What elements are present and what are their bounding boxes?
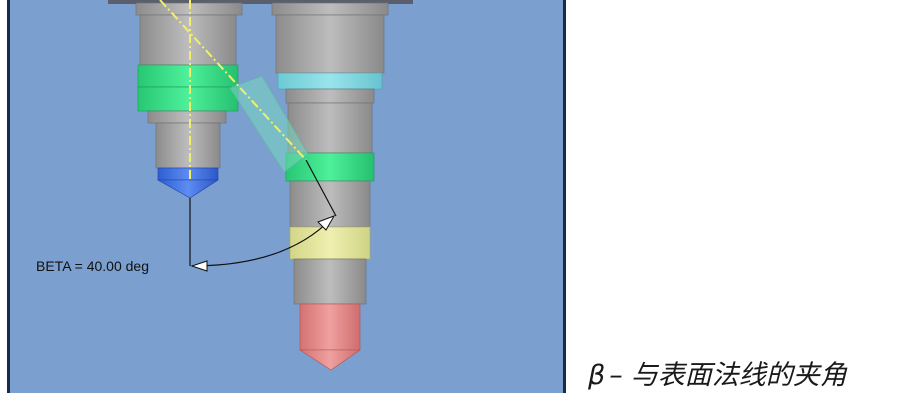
right-tool-tip-cone [298, 349, 361, 371]
right-tool-holder-top [271, 2, 389, 16]
left-tool-green-band-lower [137, 86, 239, 112]
right-tool-collar [285, 88, 375, 104]
figure-caption: β–与表面法线的夹角 [588, 362, 847, 389]
caption-symbol: β [588, 360, 606, 391]
right-tool-yellow-band [289, 226, 371, 260]
tilted-axis-centerline [159, 0, 307, 161]
left-tool-holder [139, 14, 237, 66]
viewport-left-border [7, 0, 10, 393]
right-tool-cyan-band [277, 72, 383, 90]
right-tool [271, 2, 389, 371]
left-tool-tip-band [157, 167, 219, 181]
beta-tilt-leg [305, 159, 337, 217]
machine-spindle-edge [108, 0, 413, 4]
right-tool-shank [293, 258, 367, 305]
left-tool [135, 2, 243, 199]
left-tool-shank [155, 122, 221, 169]
caption-text: 与表面法线的夹角 [630, 360, 847, 391]
beta-value-label: BETA = 40.00 deg [36, 258, 149, 274]
left-tool-collar [147, 110, 227, 124]
right-tool-holder [275, 14, 385, 74]
beta-arrowhead-left [190, 260, 208, 272]
tilted-tool-ghost [229, 75, 309, 173]
beta-angle-arc [191, 217, 333, 267]
right-tool-tip-band [299, 303, 361, 351]
caption-dash: – [609, 360, 623, 391]
left-tool-tip-cone [156, 179, 220, 199]
beta-arrowhead-right [317, 215, 336, 231]
viewport-right-border [563, 0, 566, 393]
